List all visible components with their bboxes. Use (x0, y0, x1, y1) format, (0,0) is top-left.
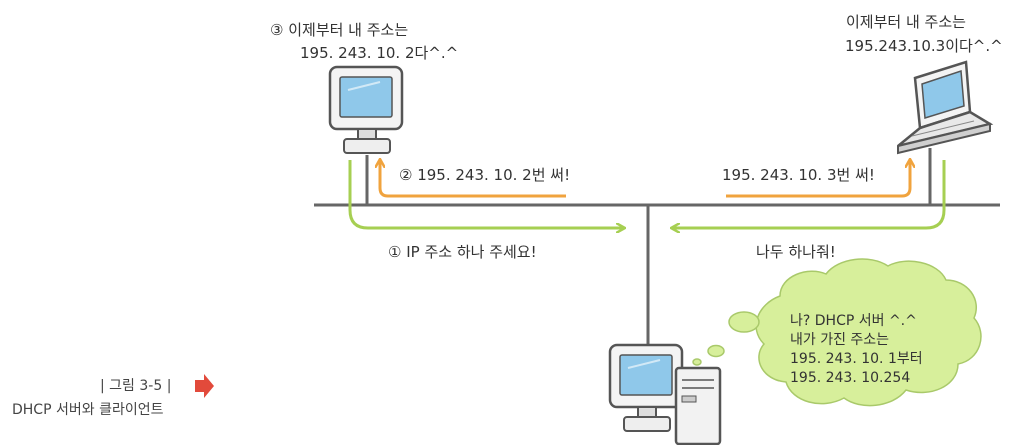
desktop-computer-icon (328, 65, 404, 154)
server-computer-icon (608, 343, 722, 445)
left-request-arrow (348, 160, 624, 228)
figure-caption: DHCP 서버와 클라이언트 (12, 402, 164, 418)
left-reply-label: ② 195. 243. 10. 2번 써! (399, 166, 571, 184)
server-bubble-line4: 195. 243. 10.254 (790, 370, 911, 386)
arrow-right-icon (195, 374, 214, 398)
right-reply-label: 195. 243. 10. 3번 써! (722, 166, 875, 184)
server-thought-bubble (692, 258, 982, 407)
right-request-label: 나두 하나줘! (756, 243, 836, 261)
laptop-computer-icon (897, 60, 994, 155)
server-bubble-line3: 195. 243. 10. 1부터 (790, 351, 923, 367)
left-client-thought-line1: ③ 이제부터 내 주소는 (270, 21, 409, 39)
left-reply-arrow (380, 160, 566, 198)
right-reply-arrow (726, 160, 910, 198)
right-client-thought-line1: 이제부터 내 주소는 (846, 13, 966, 31)
right-request-arrow (672, 160, 946, 228)
figure-number: | 그림 3-5 | (100, 378, 172, 394)
right-client-thought-line2: 195.243.10.3이다^.^ (845, 37, 1003, 55)
server-bubble-line1: 나? DHCP 서버 ^.^ (790, 313, 917, 329)
left-request-label: ① IP 주소 하나 주세요! (388, 243, 537, 261)
server-bubble-line2: 내가 가진 주소는 (790, 332, 890, 348)
left-client-thought-line2: 195. 243. 10. 2다^.^ (300, 44, 459, 62)
